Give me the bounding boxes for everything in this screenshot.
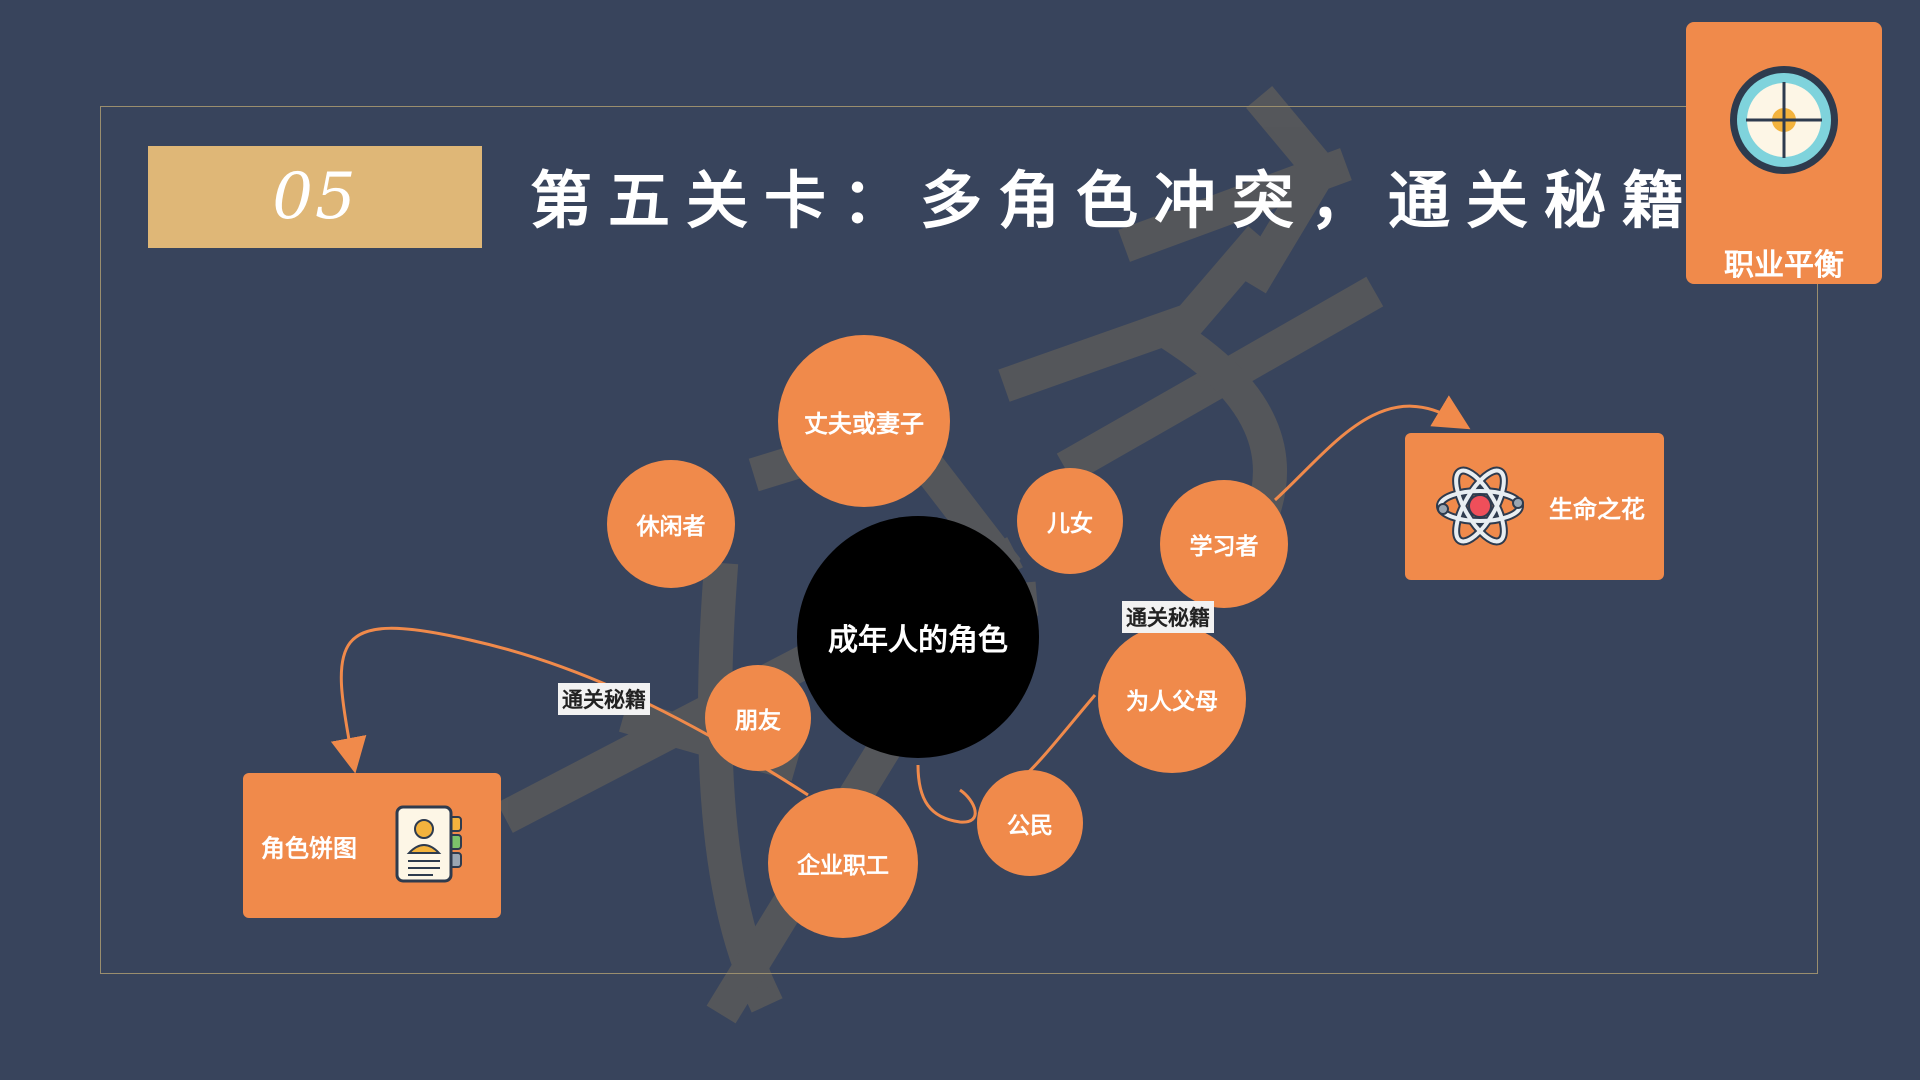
page-title: 第五关卡：多角色冲突，通关秘籍 [530,164,1701,237]
role-node-friend: 朋友 [705,665,811,771]
tip-label-right: 通关秘籍 [1122,601,1214,633]
center-node: 成年人的角色 [797,516,1039,758]
role-node-learner: 学习者 [1160,480,1288,608]
flower-of-life-label: 生命之花 [1549,495,1645,523]
section-number: 05 [148,146,482,248]
role-node-parent: 为人父母 [1098,625,1246,773]
line-center-employee [916,764,977,824]
content-frame [100,106,1818,974]
role-node-employee: 企业职工 [768,788,918,938]
atom-icon [1436,466,1524,546]
role-node-leisure: 休闲者 [607,460,735,588]
line-to-flower [1273,395,1471,502]
id-card-icon [395,805,462,883]
role-node-child: 儿女 [1017,468,1123,574]
role-pie-label: 角色饼图 [261,834,357,862]
line-to-role-pie [330,626,809,797]
badge-label: 职业平衡 [1724,248,1844,283]
role-node-citizen: 公民 [977,770,1083,876]
role-node-spouse: 丈夫或妻子 [778,335,950,507]
clock-icon [1730,66,1838,174]
flower-of-life-card[interactable]: 生命之花 [1405,433,1664,580]
career-balance-badge[interactable]: 职业平衡 [1686,22,1882,284]
tip-label-left: 通关秘籍 [558,683,650,715]
role-pie-card[interactable]: 角色饼图 [243,773,501,918]
